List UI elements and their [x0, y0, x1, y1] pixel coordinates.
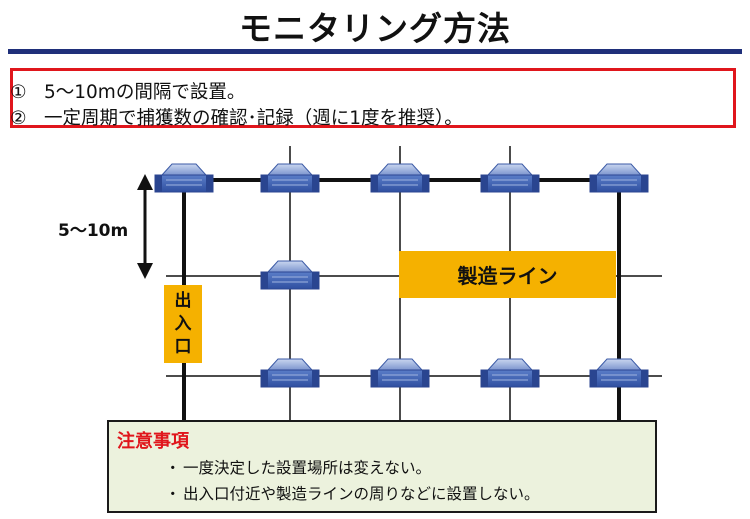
trap-icon — [260, 358, 320, 388]
trap-icon — [370, 358, 430, 388]
bullet: ・ — [165, 485, 181, 503]
trap-icon — [260, 163, 320, 193]
point-number: ② — [10, 108, 27, 129]
key-points-box — [10, 68, 736, 128]
caution-text: 出入口付近や製造ラインの周りなどに設置しない。 — [183, 485, 540, 503]
point-text: 一定周期で捕獲数の確認･記録（週に1度を推奨）。 — [44, 108, 463, 129]
dimension-arrow — [137, 174, 153, 279]
entrance-char: 入 — [174, 313, 192, 334]
entrance-char: 出 — [174, 290, 192, 311]
trap-icon — [480, 358, 540, 388]
trap-icon — [589, 163, 649, 193]
trap-icon — [589, 358, 649, 388]
caution-title: 注意事項 — [117, 431, 189, 452]
bullet: ・ — [165, 459, 181, 477]
point-item-1: ① 5～10mの間隔で設置。 — [10, 78, 245, 104]
page-title: モニタリング方法 — [239, 9, 511, 48]
title-underline — [8, 49, 742, 54]
entrance-label: 出 入 口 — [164, 285, 202, 363]
dimension-label: 5～10m — [58, 221, 129, 241]
caution-item: ・出入口付近や製造ラインの周りなどに設置しない。 — [165, 482, 540, 504]
point-item-2: ② 一定周期で捕獲数の確認･記録（週に1度を推奨）。 — [10, 104, 463, 130]
trap-icon — [480, 163, 540, 193]
caution-text: 一度決定した設置場所は変えない。 — [183, 459, 432, 477]
production-line-label: 製造ライン — [399, 251, 616, 298]
point-number: ① — [10, 82, 27, 103]
caution-item: ・一度決定した設置場所は変えない。 — [165, 456, 431, 478]
entrance-char: 口 — [174, 336, 192, 357]
caution-box: 注意事項 ・一度決定した設置場所は変えない。 ・出入口付近や製造ラインの周りなど… — [107, 420, 657, 513]
trap-icon — [260, 260, 320, 290]
point-text: 5～10mの間隔で設置。 — [44, 82, 246, 103]
trap-icon — [154, 163, 214, 193]
trap-icon — [370, 163, 430, 193]
